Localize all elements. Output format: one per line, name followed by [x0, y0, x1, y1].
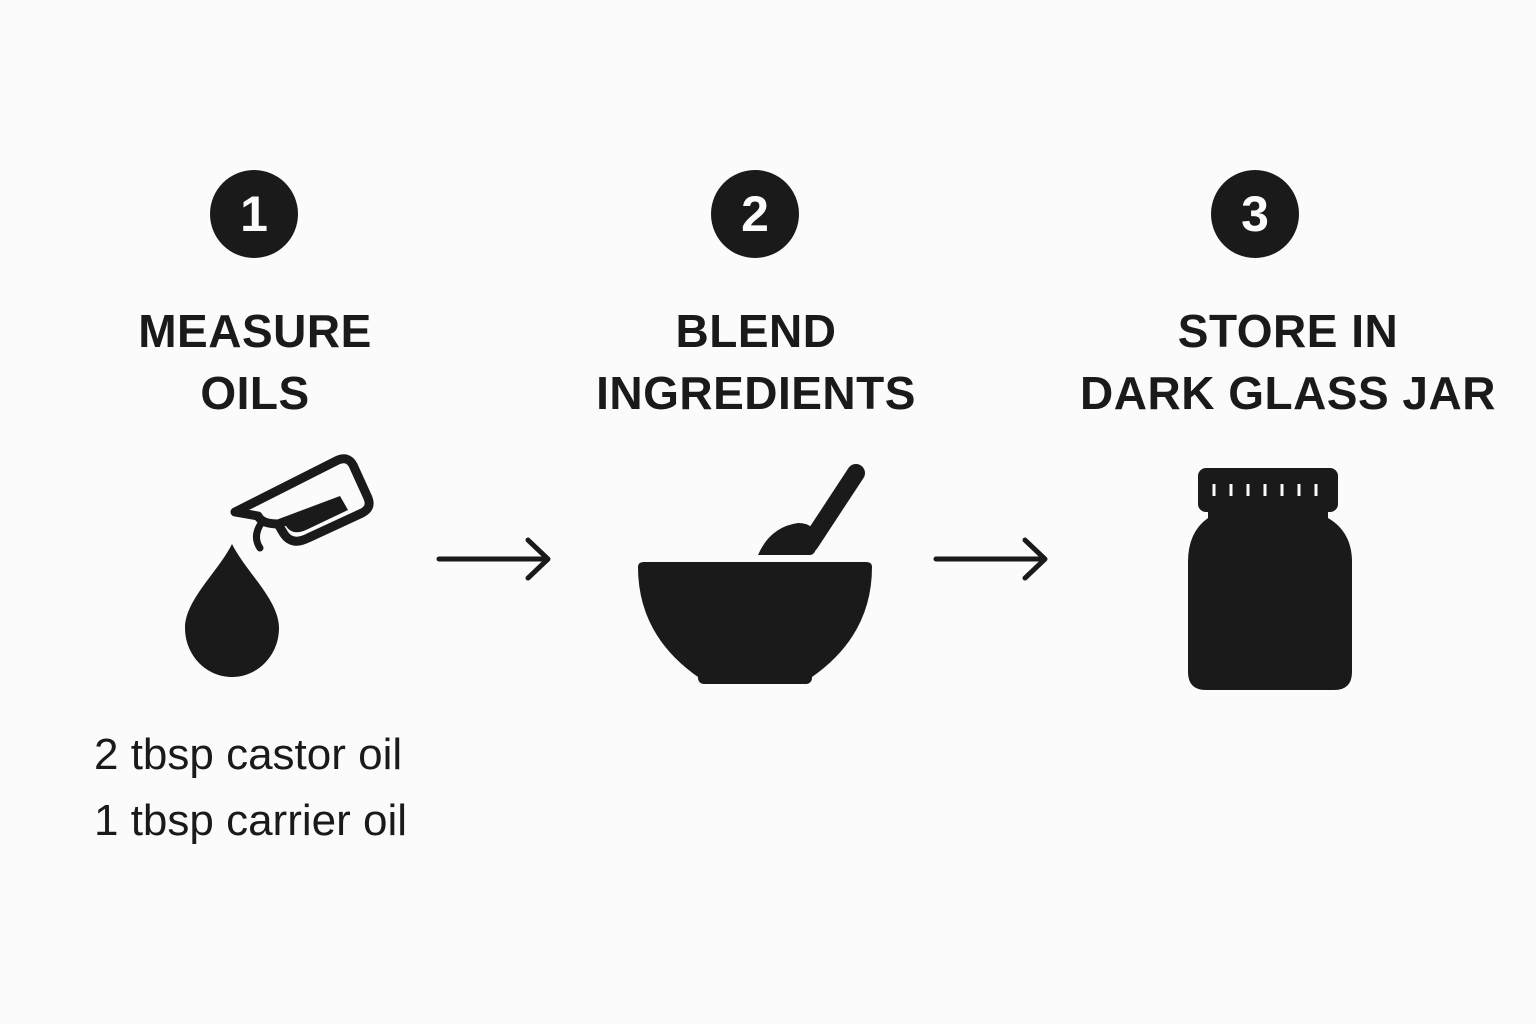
- step-1-detail-castor-oil: 2 tbsp castor oil: [94, 730, 403, 779]
- step-3-number-badge: 3: [1211, 170, 1299, 258]
- step-1-details: 2 tbsp castor oil 1 tbsp carrier oil: [94, 722, 407, 854]
- step-1-number-badge: 1: [210, 170, 298, 258]
- step-2-title-line-2: INGREDIENTS: [596, 367, 916, 419]
- step-2-title: BLEND INGREDIENTS: [556, 300, 956, 424]
- step-3-title-line-1: STORE IN: [1177, 305, 1399, 357]
- step-2-title-line-1: BLEND: [675, 305, 837, 357]
- glass-jar-icon: [1180, 462, 1360, 694]
- step-1-title-line-2: OILS: [200, 367, 310, 419]
- step-2-number-badge: 2: [711, 170, 799, 258]
- step-1-title-line-1: MEASURE: [138, 305, 372, 357]
- step-1-title: MEASURE OILS: [55, 300, 455, 424]
- arrow-right-icon: [436, 536, 554, 582]
- arrow-right-icon: [933, 536, 1051, 582]
- mixing-bowl-icon: [630, 455, 880, 690]
- pouring-measuring-cup-icon: [180, 450, 380, 685]
- step-1-detail-carrier-oil: 1 tbsp carrier oil: [94, 796, 408, 845]
- step-3-title-line-2: DARK GLASS JAR: [1080, 367, 1496, 419]
- step-3-title: STORE IN DARK GLASS JAR: [1060, 300, 1516, 424]
